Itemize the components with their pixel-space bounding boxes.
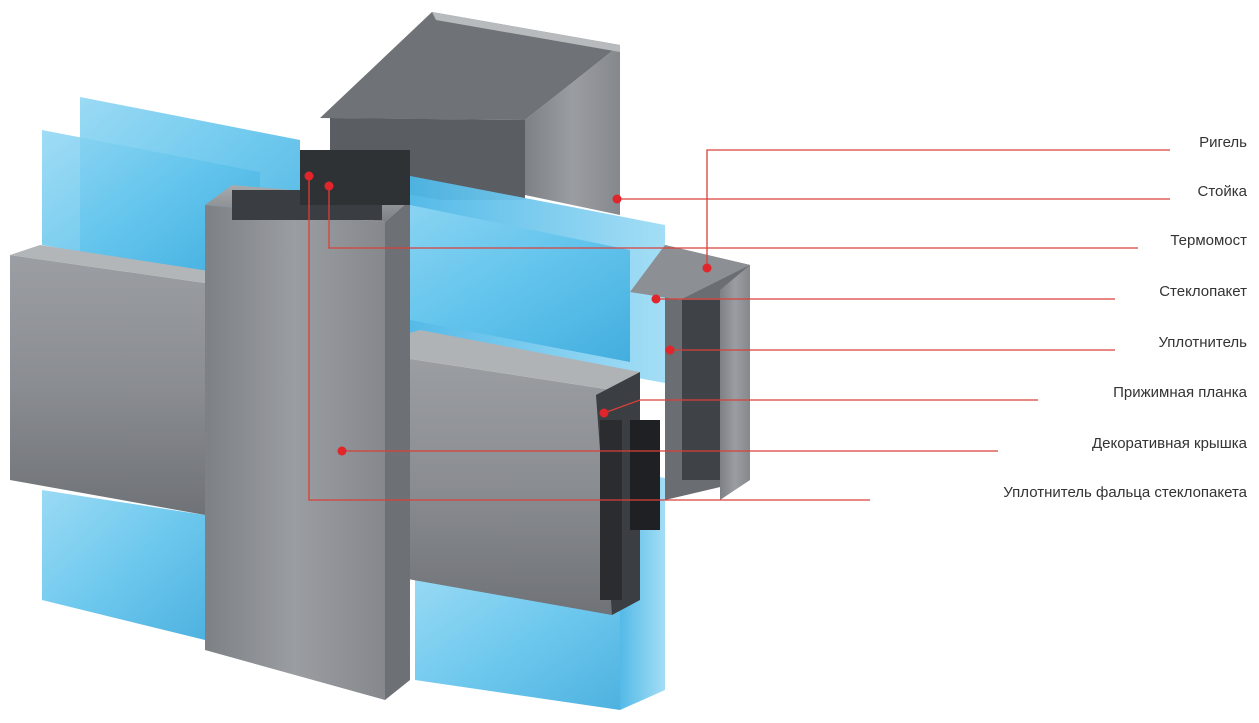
leader-rigel: [702, 149, 1170, 273]
horizontal-cover-bar: [10, 245, 660, 615]
label-uplotnitel: Уплотнитель: [1158, 334, 1247, 351]
label-stoika: Стойка: [1197, 183, 1248, 200]
leader-uplotnitel-faltsa: [304, 171, 870, 501]
label-prizhimnaya-planka: Прижимная планка: [1113, 384, 1247, 401]
mullion-box: [320, 12, 620, 215]
leader-stoika: [612, 194, 1170, 204]
leader-prizhimnaya-planka: [599, 399, 1038, 418]
label-uplotnitel-faltsa: Уплотнитель фальца стеклопакета: [1003, 484, 1247, 501]
leader-steklopaket: [651, 294, 1115, 304]
label-termomost: Термомост: [1170, 232, 1247, 249]
label-steklopaket: Стеклопакет: [1159, 283, 1247, 300]
glass-unit-lower-left: [42, 490, 205, 640]
vertical-cover: [205, 150, 410, 700]
transom-box: [630, 245, 750, 500]
label-rigel: Ригель: [1199, 134, 1247, 151]
leader-uplotnitel: [665, 345, 1115, 355]
leader-termomost: [324, 181, 1138, 249]
leader-dekorativnaya-kryshka: [337, 446, 998, 456]
label-dekorativnaya-kryshka: Декоративная крышка: [1091, 435, 1247, 452]
leader-lines: [304, 149, 1170, 501]
